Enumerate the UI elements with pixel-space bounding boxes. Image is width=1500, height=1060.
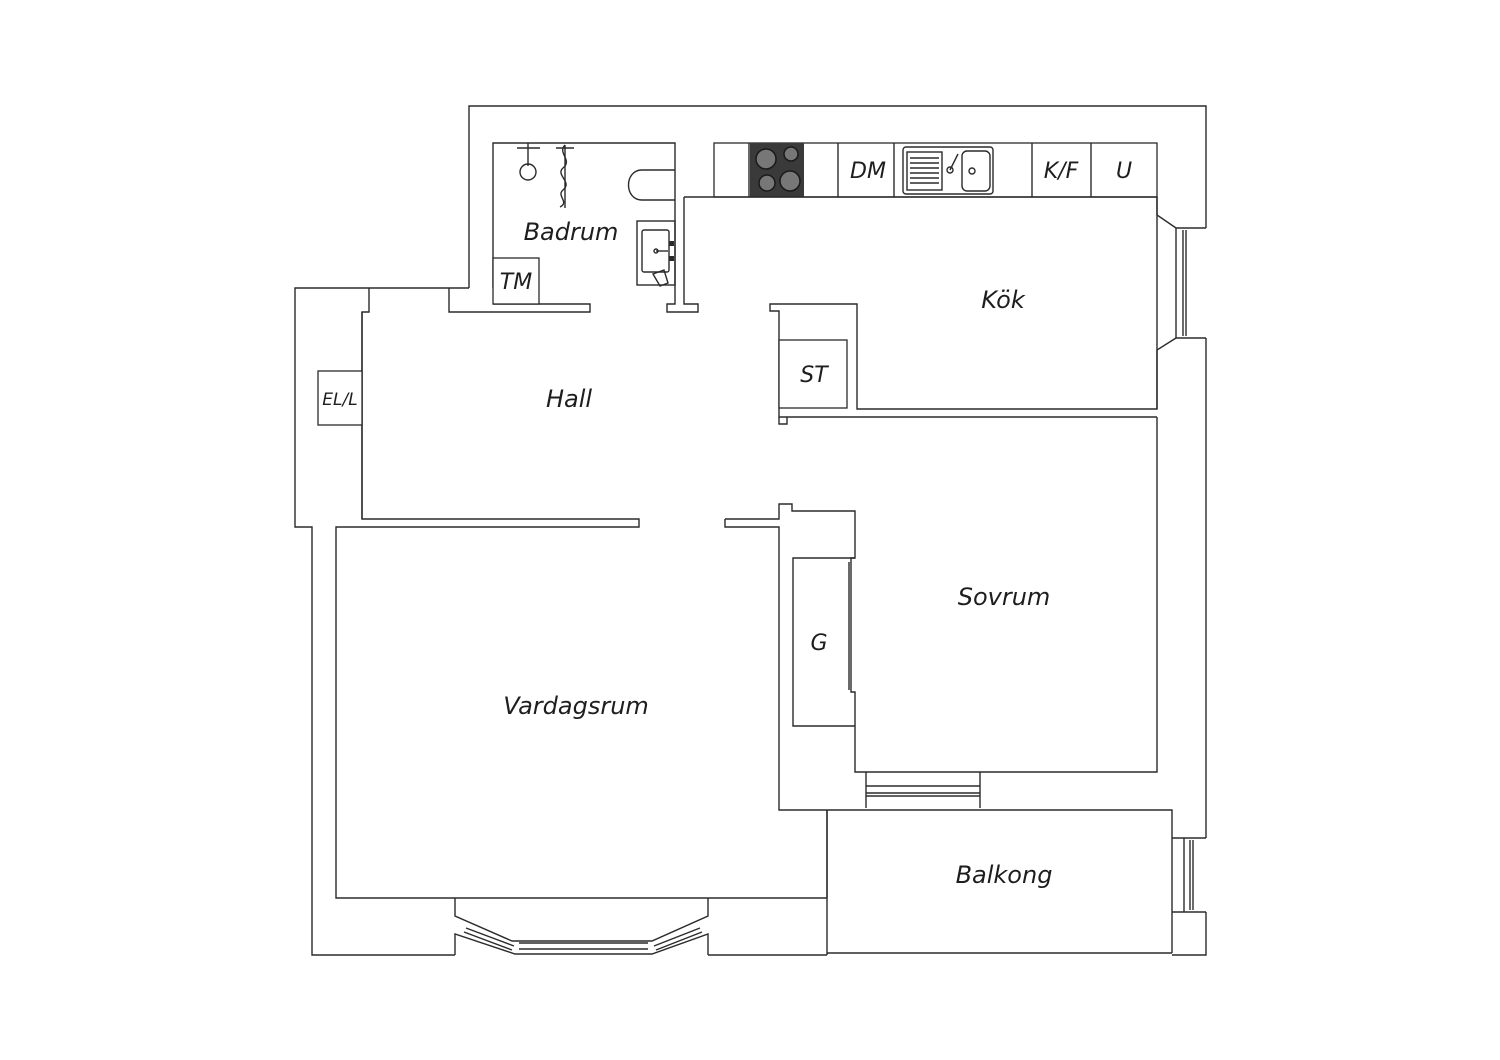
tm-label: TM bbox=[500, 270, 532, 295]
u-label: U bbox=[1116, 159, 1132, 184]
balkong-label: Balkong bbox=[956, 861, 1053, 889]
kitchen-window bbox=[1156, 197, 1206, 409]
toilet-icon bbox=[627, 169, 675, 201]
g-label: G bbox=[810, 631, 827, 656]
electrical-cabinet bbox=[317, 370, 363, 426]
el-label: EL/L bbox=[322, 390, 357, 410]
dm-label: DM bbox=[850, 159, 886, 184]
interior-walls bbox=[724, 417, 1158, 811]
bedroom: Sovrum bbox=[865, 583, 1051, 808]
balcony: Balkong bbox=[826, 809, 1206, 955]
washing-machine-box bbox=[492, 257, 540, 305]
outer-walls bbox=[294, 105, 1207, 956]
badrum-label: Badrum bbox=[524, 218, 619, 246]
bathroom: TM Badrum bbox=[448, 142, 699, 313]
kok-label: Kök bbox=[981, 286, 1026, 314]
shower-icon bbox=[517, 143, 574, 208]
kf-label: K/F bbox=[1044, 159, 1079, 184]
st-label: ST bbox=[800, 363, 829, 388]
stove-icon bbox=[750, 143, 804, 197]
storage-closet bbox=[778, 339, 848, 409]
hall: EL/L Hall bbox=[317, 288, 827, 899]
vardagsrum-label: Vardagsrum bbox=[503, 692, 649, 720]
hall-label: Hall bbox=[546, 385, 592, 413]
bay-window bbox=[454, 898, 709, 955]
kitchen: DM K/F U ST Kök bbox=[684, 142, 1206, 425]
living-room: Vardagsrum bbox=[454, 692, 828, 955]
sink-icon bbox=[636, 220, 676, 287]
kitchen-sink-icon bbox=[902, 146, 994, 195]
sovrum-label: Sovrum bbox=[958, 583, 1051, 611]
